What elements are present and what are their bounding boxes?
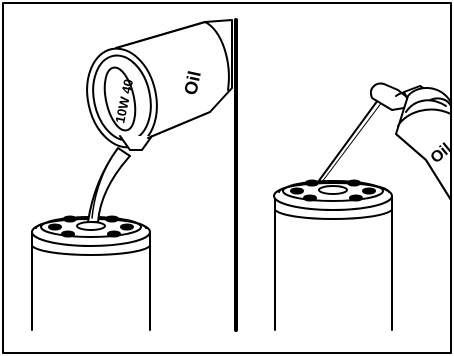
oil-filter-left: [32, 217, 150, 331]
oil-can-left: [78, 20, 232, 154]
oil-stream: [88, 148, 130, 222]
right-panel: Oil: [274, 84, 454, 330]
left-panel: 10W 40 Oil: [32, 20, 232, 330]
application-stick: [318, 100, 378, 182]
oil-can-right: [371, 84, 451, 200]
oil-filter-right: [274, 181, 392, 331]
application-stick-edge: [322, 102, 382, 182]
